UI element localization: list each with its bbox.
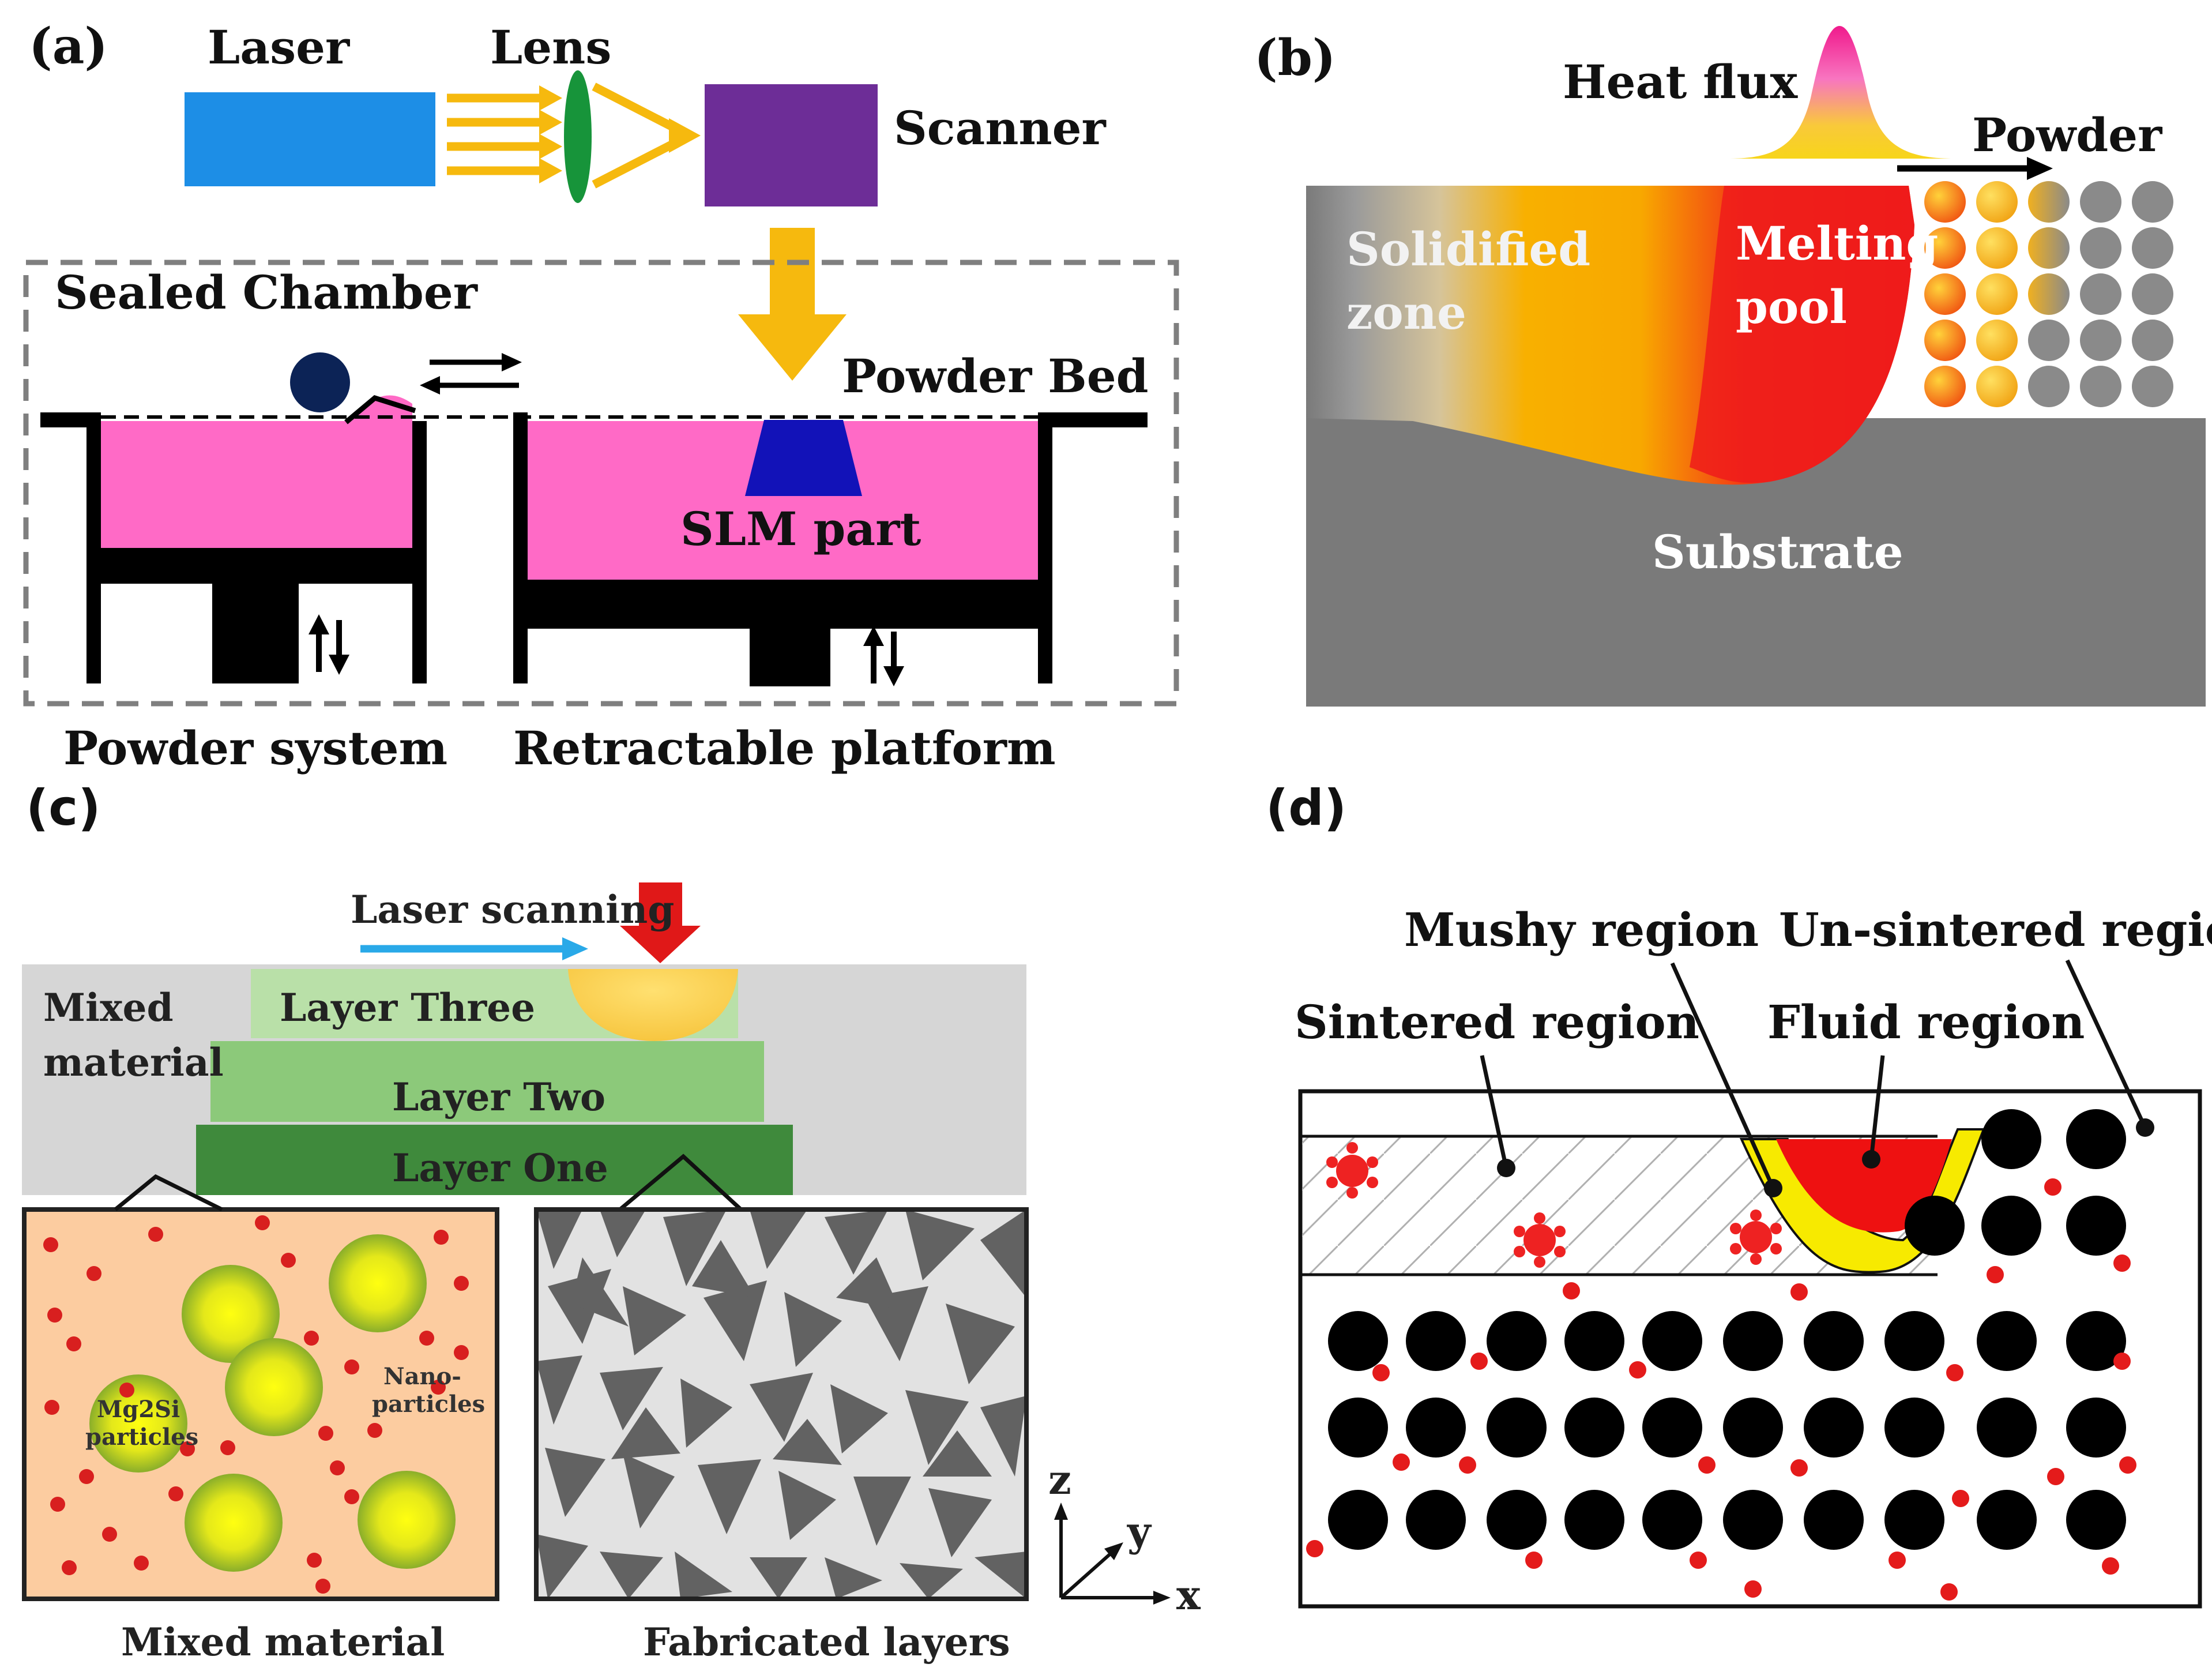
heat-flux-curve bbox=[1730, 26, 1955, 159]
mg2si-label-line2: particles bbox=[85, 1423, 198, 1451]
transfer-arrows bbox=[420, 353, 522, 395]
panel-c-tag: (c) bbox=[26, 779, 101, 837]
solidified-label: Solidified bbox=[1346, 222, 1590, 276]
melt-spot bbox=[568, 969, 738, 1041]
nano-particles bbox=[43, 1215, 469, 1594]
panel-a: (a) Laser Lens Scanner Sealed Chamber Po… bbox=[23, 17, 1179, 775]
slm-part bbox=[745, 420, 862, 496]
mixed-material-caption: Mixed material bbox=[121, 1620, 445, 1665]
mushy-region-label: Mushy region bbox=[1404, 903, 1759, 957]
mg2si-particles bbox=[89, 1234, 456, 1572]
nano-dots bbox=[1306, 1178, 2136, 1601]
melting-label: Melting bbox=[1736, 216, 1938, 271]
powder-heap bbox=[352, 395, 412, 421]
mg2si-label-line1: Mg2Si bbox=[97, 1396, 180, 1423]
panel-c: (c) Laser scanning Layer Three Layer Two… bbox=[22, 779, 1201, 1665]
lower-particles bbox=[1328, 1311, 2126, 1550]
laser-label: Laser bbox=[208, 20, 350, 74]
unsintered-particles bbox=[1905, 1109, 2126, 1256]
retractable-platform-label: Retractable platform bbox=[513, 721, 1056, 775]
axis-y-label: y bbox=[1127, 1508, 1152, 1556]
panel-b: (b) Heat flux Powder bbox=[1254, 26, 2206, 707]
powder-system-label: Powder system bbox=[63, 721, 447, 775]
fluid-region bbox=[1776, 1139, 1952, 1233]
slm-part-label: SLM part bbox=[680, 502, 921, 556]
sealed-chamber-label: Sealed Chamber bbox=[55, 265, 478, 320]
sealed-chamber-border bbox=[23, 260, 1179, 707]
heat-flux-label: Heat flux bbox=[1563, 55, 1798, 109]
scanner-down-arrow bbox=[738, 228, 847, 381]
layer-one-label: Layer One bbox=[392, 1145, 608, 1190]
fabricated-layers-caption: Fabricated layers bbox=[643, 1620, 1010, 1665]
pool-label: pool bbox=[1736, 280, 1847, 334]
powder-direction-arrow bbox=[1897, 157, 2053, 180]
sintered-region-label: Sintered region bbox=[1295, 995, 1699, 1049]
fluid-region-label: Fluid region bbox=[1767, 995, 2085, 1049]
scanner-label: Scanner bbox=[894, 101, 1107, 155]
layer-one bbox=[196, 1125, 793, 1195]
nano-label-line1: Nano- bbox=[383, 1363, 461, 1390]
powder-bed-label: Powder Bed bbox=[842, 349, 1149, 403]
nano-label-line2: particles bbox=[372, 1391, 485, 1418]
powder-label: Powder bbox=[1972, 108, 2162, 162]
powder-particles bbox=[1924, 181, 2173, 407]
laser-block bbox=[185, 92, 435, 186]
layer-three-label: Layer Three bbox=[280, 985, 535, 1030]
sintered-clusters bbox=[1326, 1142, 1782, 1268]
laser-scanning-label: Laser scanning bbox=[351, 887, 674, 932]
axis-z-label: z bbox=[1048, 1456, 1071, 1504]
lens-label: Lens bbox=[490, 20, 611, 74]
mixed-material-label-line2: material bbox=[43, 1040, 224, 1085]
axis-x-label: x bbox=[1176, 1571, 1201, 1619]
layer-two bbox=[210, 1041, 764, 1122]
powder-system-updown-arrows bbox=[309, 614, 349, 675]
unsintered-region-label: Un-sintered region bbox=[1779, 903, 2212, 957]
retractable-platform: SLM part bbox=[513, 412, 1148, 686]
substrate-label: Substrate bbox=[1652, 525, 1903, 579]
panel-d: (d) bbox=[1266, 779, 2212, 1609]
recoater-roller bbox=[290, 352, 350, 412]
powder-system bbox=[40, 352, 427, 683]
zone-label: zone bbox=[1346, 286, 1466, 340]
layer-two-label: Layer Two bbox=[392, 1075, 605, 1120]
melting-pool bbox=[1690, 186, 1914, 483]
panel-a-tag: (a) bbox=[29, 17, 108, 76]
recoater-blade bbox=[344, 395, 416, 425]
laser-beam-arrows bbox=[447, 82, 701, 189]
platform-updown-arrows bbox=[863, 626, 904, 686]
laser-scanning-indicator bbox=[360, 882, 701, 963]
fabricated-grain-structure bbox=[536, 1210, 1026, 1599]
scanner-block bbox=[705, 84, 878, 206]
mixed-material-label-line1: Mixed bbox=[43, 985, 174, 1030]
mixed-material-callout-line bbox=[114, 1174, 223, 1212]
axis-triad bbox=[1054, 1503, 1171, 1605]
panel-b-tag: (b) bbox=[1254, 29, 1336, 87]
fabricated-callout-line bbox=[618, 1154, 743, 1211]
fabricated-layers-box bbox=[534, 1207, 1029, 1601]
panel-d-tag: (d) bbox=[1266, 779, 1346, 837]
lens bbox=[564, 70, 592, 203]
leader-lines bbox=[1480, 959, 2154, 1197]
